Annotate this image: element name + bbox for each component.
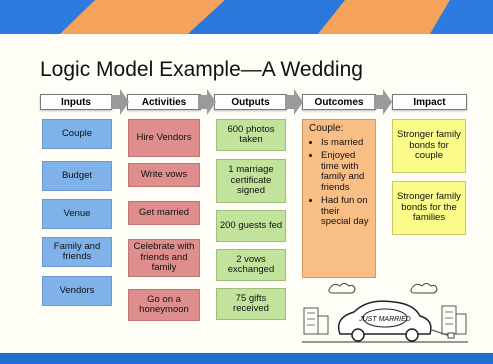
output-vows: 2 vows exchanged	[216, 249, 286, 281]
wedding-car-illustration: JUST MARRIED	[302, 283, 468, 343]
header-outputs: Outputs	[214, 94, 287, 110]
outcome-item: Is married	[321, 137, 369, 149]
outcomes-list: Is married Enjoyed time with family and …	[309, 137, 369, 228]
arrow-right-icon	[285, 89, 303, 115]
activity-write-vows: Write vows	[128, 163, 200, 187]
outcomes-box: Couple: Is married Enjoyed time with fam…	[302, 119, 376, 278]
output-photos: 600 photos taken	[216, 119, 286, 151]
slide-title: Logic Model Example—A Wedding	[40, 58, 363, 81]
activity-celebrate: Celebrate with friends and family	[128, 239, 200, 277]
activity-hire-vendors: Hire Vendors	[128, 119, 200, 157]
car-sign-text: JUST MARRIED	[358, 316, 411, 323]
activity-get-married: Get married	[128, 201, 200, 225]
output-certificate: 1 marriage certificate signed	[216, 159, 286, 203]
outcome-item: Had fun on their special day	[321, 195, 369, 228]
activity-honeymoon: Go on a honeymoon	[128, 289, 200, 321]
input-budget: Budget	[42, 161, 112, 191]
impact-families: Stronger family bonds for the families	[392, 181, 466, 235]
header-activities: Activities	[127, 94, 201, 110]
header-impact: Impact	[392, 94, 467, 110]
arrow-right-icon	[198, 89, 216, 115]
input-vendors: Vendors	[42, 276, 112, 306]
arrow-right-icon	[111, 89, 129, 115]
input-couple: Couple	[42, 119, 112, 149]
input-family-and-friends: Family and friends	[42, 237, 112, 267]
outcome-item: Enjoyed time with family and friends	[321, 150, 369, 193]
top-banner	[0, 0, 493, 46]
arrow-right-icon	[374, 89, 392, 115]
bottom-bar	[0, 353, 493, 364]
header-inputs: Inputs	[40, 94, 112, 110]
outcomes-heading: Couple:	[309, 123, 344, 134]
input-venue: Venue	[42, 199, 112, 229]
header-outcomes: Outcomes	[302, 94, 376, 110]
output-guests: 200 guests fed	[216, 210, 286, 242]
output-gifts: 75 gifts received	[216, 288, 286, 320]
impact-couple: Stronger family bonds for couple	[392, 119, 466, 173]
